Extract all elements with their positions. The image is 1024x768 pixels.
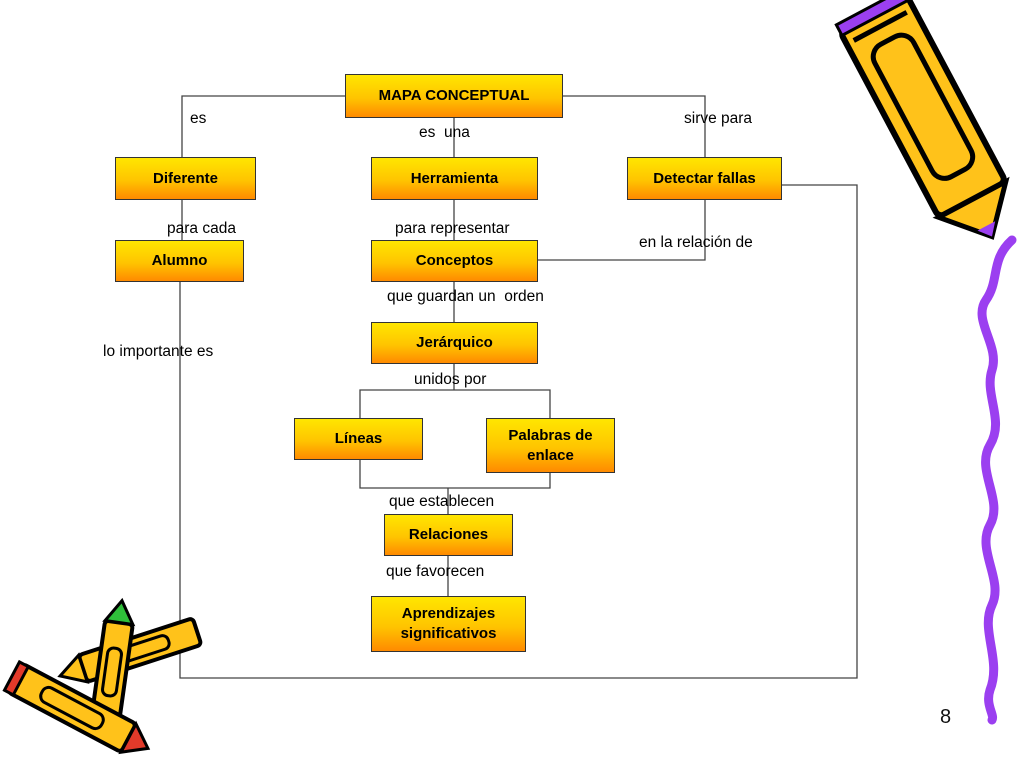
link-label-que-establecen: que establecen	[389, 493, 495, 510]
node-detectar-fallas: Detectar fallas	[627, 157, 782, 200]
node-diferente: Diferente	[115, 157, 256, 200]
link-label-para-cada: para cada	[167, 220, 236, 237]
node-lineas: Líneas	[294, 418, 423, 460]
link-label-que-favorecen: que favorecen	[386, 563, 485, 580]
link-label-sirve-para: sirve para	[684, 110, 753, 127]
node-jerarquico: Jerárquico	[371, 322, 538, 364]
link-label-es-una: es una	[419, 124, 470, 141]
node-herramienta: Herramienta	[371, 157, 538, 200]
link-label-en-la-relacion-de: en la relación de	[639, 234, 753, 251]
link-label-es: es	[190, 110, 207, 127]
node-mapa-conceptual: MAPA CONCEPTUAL	[345, 74, 563, 118]
link-label-que-guardan-orden: que guardan un orden	[387, 288, 544, 305]
slide-number: 8	[940, 706, 952, 728]
node-conceptos: Conceptos	[371, 240, 538, 282]
link-label-unidos-por: unidos por	[414, 371, 487, 388]
link-label-lo-importante-es: lo importante es	[103, 343, 214, 360]
node-relaciones: Relaciones	[384, 514, 513, 556]
link-label-para-representar: para representar	[395, 220, 510, 237]
node-alumno: Alumno	[115, 240, 244, 282]
node-palabras-de-enlace: Palabras de enlace	[486, 418, 615, 473]
node-aprendizajes-significativos: Aprendizajes significativos	[371, 596, 526, 652]
